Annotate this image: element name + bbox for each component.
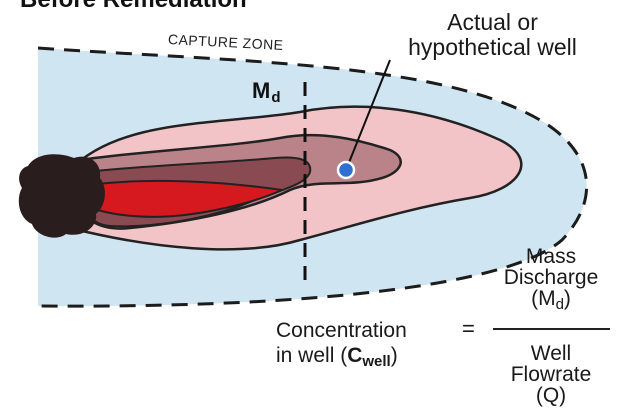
mass-discharge-label: Md [252,80,281,105]
fraction-denominator: Well Flowrate (Q) [492,343,610,406]
c-well-symbol: C [347,344,362,367]
numerator-md-suffix: ) [564,287,571,310]
denominator-line1: Well [492,343,610,364]
diagram-title: Before Remediation [20,0,247,12]
well-label-line1: Actual or [380,10,605,35]
numerator-line2: Discharge [492,267,610,288]
fraction-numerator: Mass Discharge (Md) [492,246,610,315]
concentration-label: Concentration in well (Cwell) [276,318,407,374]
well-label-line2: hypothetical well [380,35,605,60]
concentration-prefix: in well ( [276,344,347,367]
concentration-suffix: ) [391,344,398,367]
fraction-bar [493,328,610,330]
numerator-md-sub: d [556,296,564,313]
c-well-sub: well [362,353,390,370]
numerator-line3: (Md) [492,288,610,315]
md-symbol-sub: d [271,89,280,106]
well-marker [338,162,354,178]
numerator-line1: Mass [492,246,610,267]
concentration-line2: in well (Cwell) [276,343,407,374]
denominator-line3: (Q) [492,385,610,406]
denominator-line2: Flowrate [492,364,610,385]
numerator-md-prefix: (M [531,287,556,310]
source-zone [19,154,105,237]
md-symbol-main: M [252,78,270,103]
equals-sign: = [462,318,475,340]
concentration-line1: Concentration [276,318,407,343]
well-label: Actual or hypothetical well [380,10,605,60]
